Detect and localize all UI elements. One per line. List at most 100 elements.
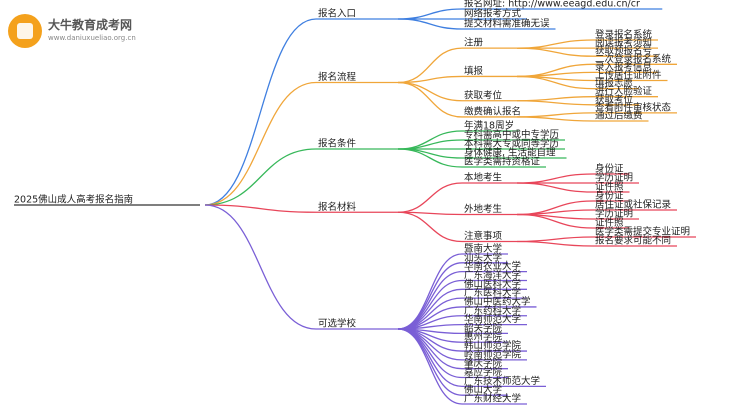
branch-4-item-17-connector — [397, 328, 463, 405]
branch-4-item-1-label: 汕头大学 — [464, 251, 502, 263]
branch-3-group-0-connector — [397, 182, 463, 213]
branch-3-group-1-item-1-connector — [516, 209, 594, 216]
branch-3-group-0-item-0-label: 身份证 — [595, 163, 624, 175]
branch-1-group-2-label: 获取考位 — [464, 89, 503, 101]
branch-0-item-2-label: 提交材料需准确无误 — [464, 18, 550, 30]
branch-4-item-1-connector — [397, 262, 463, 330]
branch-1-group-1-label: 填报 — [464, 65, 484, 77]
branch-4-item-14-label: 嘉应学院 — [464, 366, 503, 378]
branch-3-group-2-item-1-label: 报名要求可能不同 — [595, 235, 671, 247]
branch-4-item-13-label: 肇庆学院 — [464, 357, 503, 369]
branch-4-label: 可选学校 — [318, 318, 357, 330]
graduation-book-icon — [8, 14, 42, 48]
branch-4-item-12-label: 岭南师范学院 — [464, 348, 522, 360]
site-logo[interactable]: 大牛教育成考网 www.daniuxueliao.org.cn — [8, 14, 143, 48]
branch-2-connector — [204, 148, 317, 206]
branch-1-group-3-item-0-label: 查看附件审核状态 — [595, 101, 672, 113]
branch-0-label: 报名入口 — [318, 8, 356, 20]
branch-4-connector — [204, 204, 317, 330]
branch-1-group-1-item-1-label: 录入报考信息 — [595, 61, 652, 73]
branch-3-group-1-item-3-label: 证件照 — [595, 217, 624, 229]
branch-4-item-15-connector — [397, 328, 463, 388]
branch-3-group-2-item-1-connector — [516, 240, 594, 247]
branch-0-connector — [204, 18, 317, 206]
branch-3-group-1-item-1-label: 居住证或社保记录 — [595, 199, 672, 211]
branch-1-group-1-connector — [397, 75, 463, 84]
branch-3-group-0-item-2-connector — [516, 182, 594, 193]
branch-4-item-11-label: 韩山师范学院 — [464, 340, 522, 352]
branch-1-connector — [204, 81, 317, 206]
root-topic: 2025佛山成人高考报名指南 — [14, 194, 133, 206]
branch-2-item-4-connector — [397, 148, 463, 168]
branch-3-group-2-item-0-label: 医学类需提交专业证明 — [595, 226, 690, 238]
branch-1-group-2-connector — [397, 81, 463, 102]
branch-4-item-5-label: 广东医科大学 — [464, 287, 521, 299]
branch-4-item-16-label: 佛山大学 — [464, 384, 502, 396]
branch-1-group-2-item-1-label: 获取考位 — [595, 93, 634, 105]
branch-2-item-1-label: 专科需高中或中专学历 — [464, 129, 559, 141]
branch-2-item-4-label: 医学类需持资格证 — [464, 156, 541, 168]
logo-url: www.daniuxueliao.org.cn — [48, 34, 136, 42]
branch-3-group-1-label: 外地考生 — [464, 203, 503, 215]
branch-1-group-3-item-1-label: 通过后缴费 — [595, 110, 643, 122]
branch-3-group-0-item-0-connector — [516, 173, 594, 184]
branch-2-item-0-label: 年满18周岁 — [464, 120, 514, 132]
branch-4-item-9-label: 韶关学院 — [464, 322, 503, 334]
branch-3-group-2-label: 注意事项 — [464, 230, 503, 242]
branch-4-item-17-label: 广东财经大学 — [464, 393, 521, 405]
branch-1-group-1-item-1-connector — [516, 71, 594, 78]
branch-1-group-2-item-1-connector — [516, 100, 594, 106]
branch-1-group-1-item-0-label: 二次登录报名系统 — [595, 53, 672, 65]
branch-1-group-2-item-0-connector — [516, 96, 594, 102]
branch-1-group-0-item-2-connector — [516, 47, 594, 57]
branch-4-item-3-label: 广东海洋大学 — [464, 269, 521, 281]
branch-3-group-1-item-0-label: 身份证 — [595, 190, 624, 202]
branch-0-item-0-label: 报名网址: http://www.eeagd.edu.cn/cr — [464, 0, 640, 10]
branch-1-group-3-item-0-connector — [516, 112, 594, 118]
branch-3-group-1-item-2-label: 学历证明 — [595, 208, 633, 220]
branch-1-group-3-label: 缴费确认报名 — [464, 105, 521, 117]
branch-1-group-0-connector — [397, 47, 463, 84]
branch-4-item-15-label: 广东技术师范大学 — [464, 375, 540, 387]
branch-3-group-0-label: 本地考生 — [464, 172, 503, 184]
branch-1-label: 报名流程 — [318, 71, 357, 83]
branch-4-item-4-label: 佛山医科大学 — [464, 278, 521, 290]
branch-1-group-0-item-0-label: 登录报名系统 — [595, 29, 653, 41]
branch-2-item-3-label: 身体健康, 生活能自理 — [464, 147, 556, 159]
branch-1-group-1-item-2-label: 上传居住证附件 — [595, 69, 662, 81]
branch-0-item-0-connector — [397, 8, 463, 20]
branch-1-group-0-item-2-label: 获取预报名号 — [595, 45, 652, 57]
branch-1-group-3-connector — [397, 81, 463, 118]
branch-1-group-0-label: 注册 — [464, 37, 484, 49]
branch-4-item-2-label: 华南农业大学 — [464, 260, 521, 272]
branch-0-item-1-label: 网络报考方式 — [464, 8, 522, 20]
branch-3-group-0-item-1-label: 学历证明 — [595, 172, 633, 184]
branch-1-group-1-item-3-label: 填报志愿 — [595, 77, 633, 89]
logo-title: 大牛教育成考网 — [48, 18, 133, 32]
branch-4-item-10-label: 惠州学院 — [464, 331, 503, 343]
branch-1-group-3-item-1-connector — [516, 116, 594, 122]
branch-3-group-2-item-0-connector — [516, 236, 594, 243]
branch-2-item-1-connector — [397, 139, 463, 150]
branch-2-label: 报名条件 — [318, 138, 357, 150]
branch-4-item-6-label: 佛山中医药大学 — [464, 295, 531, 307]
branch-2-item-3-connector — [397, 148, 463, 159]
branch-1-group-2-item-0-label: 进行人脸验证 — [595, 85, 653, 97]
branch-4-item-2-connector — [397, 270, 463, 330]
branch-4-item-16-connector — [397, 328, 463, 396]
branch-1-group-1-item-3-connector — [516, 75, 594, 90]
branch-4-item-0-label: 暨南大学 — [464, 243, 502, 255]
branch-0-item-2-connector — [397, 18, 463, 30]
branch-3-label: 报名材料 — [318, 201, 357, 213]
branch-3-group-2-connector — [397, 211, 463, 243]
branch-1-group-0-item-1-label: 阅读报考须知 — [595, 37, 652, 49]
branch-3-group-0-item-2-label: 证件照 — [595, 181, 624, 193]
branch-4-item-8-label: 华南师范大学 — [464, 313, 521, 325]
branch-3-group-1-item-3-connector — [516, 213, 594, 229]
branch-2-item-2-label: 本科需大专或同等学历 — [464, 138, 559, 150]
branch-3-connector — [204, 204, 317, 213]
branch-4-item-7-label: 广东药科大学 — [464, 304, 521, 316]
branch-1-group-0-item-0-connector — [516, 39, 594, 49]
